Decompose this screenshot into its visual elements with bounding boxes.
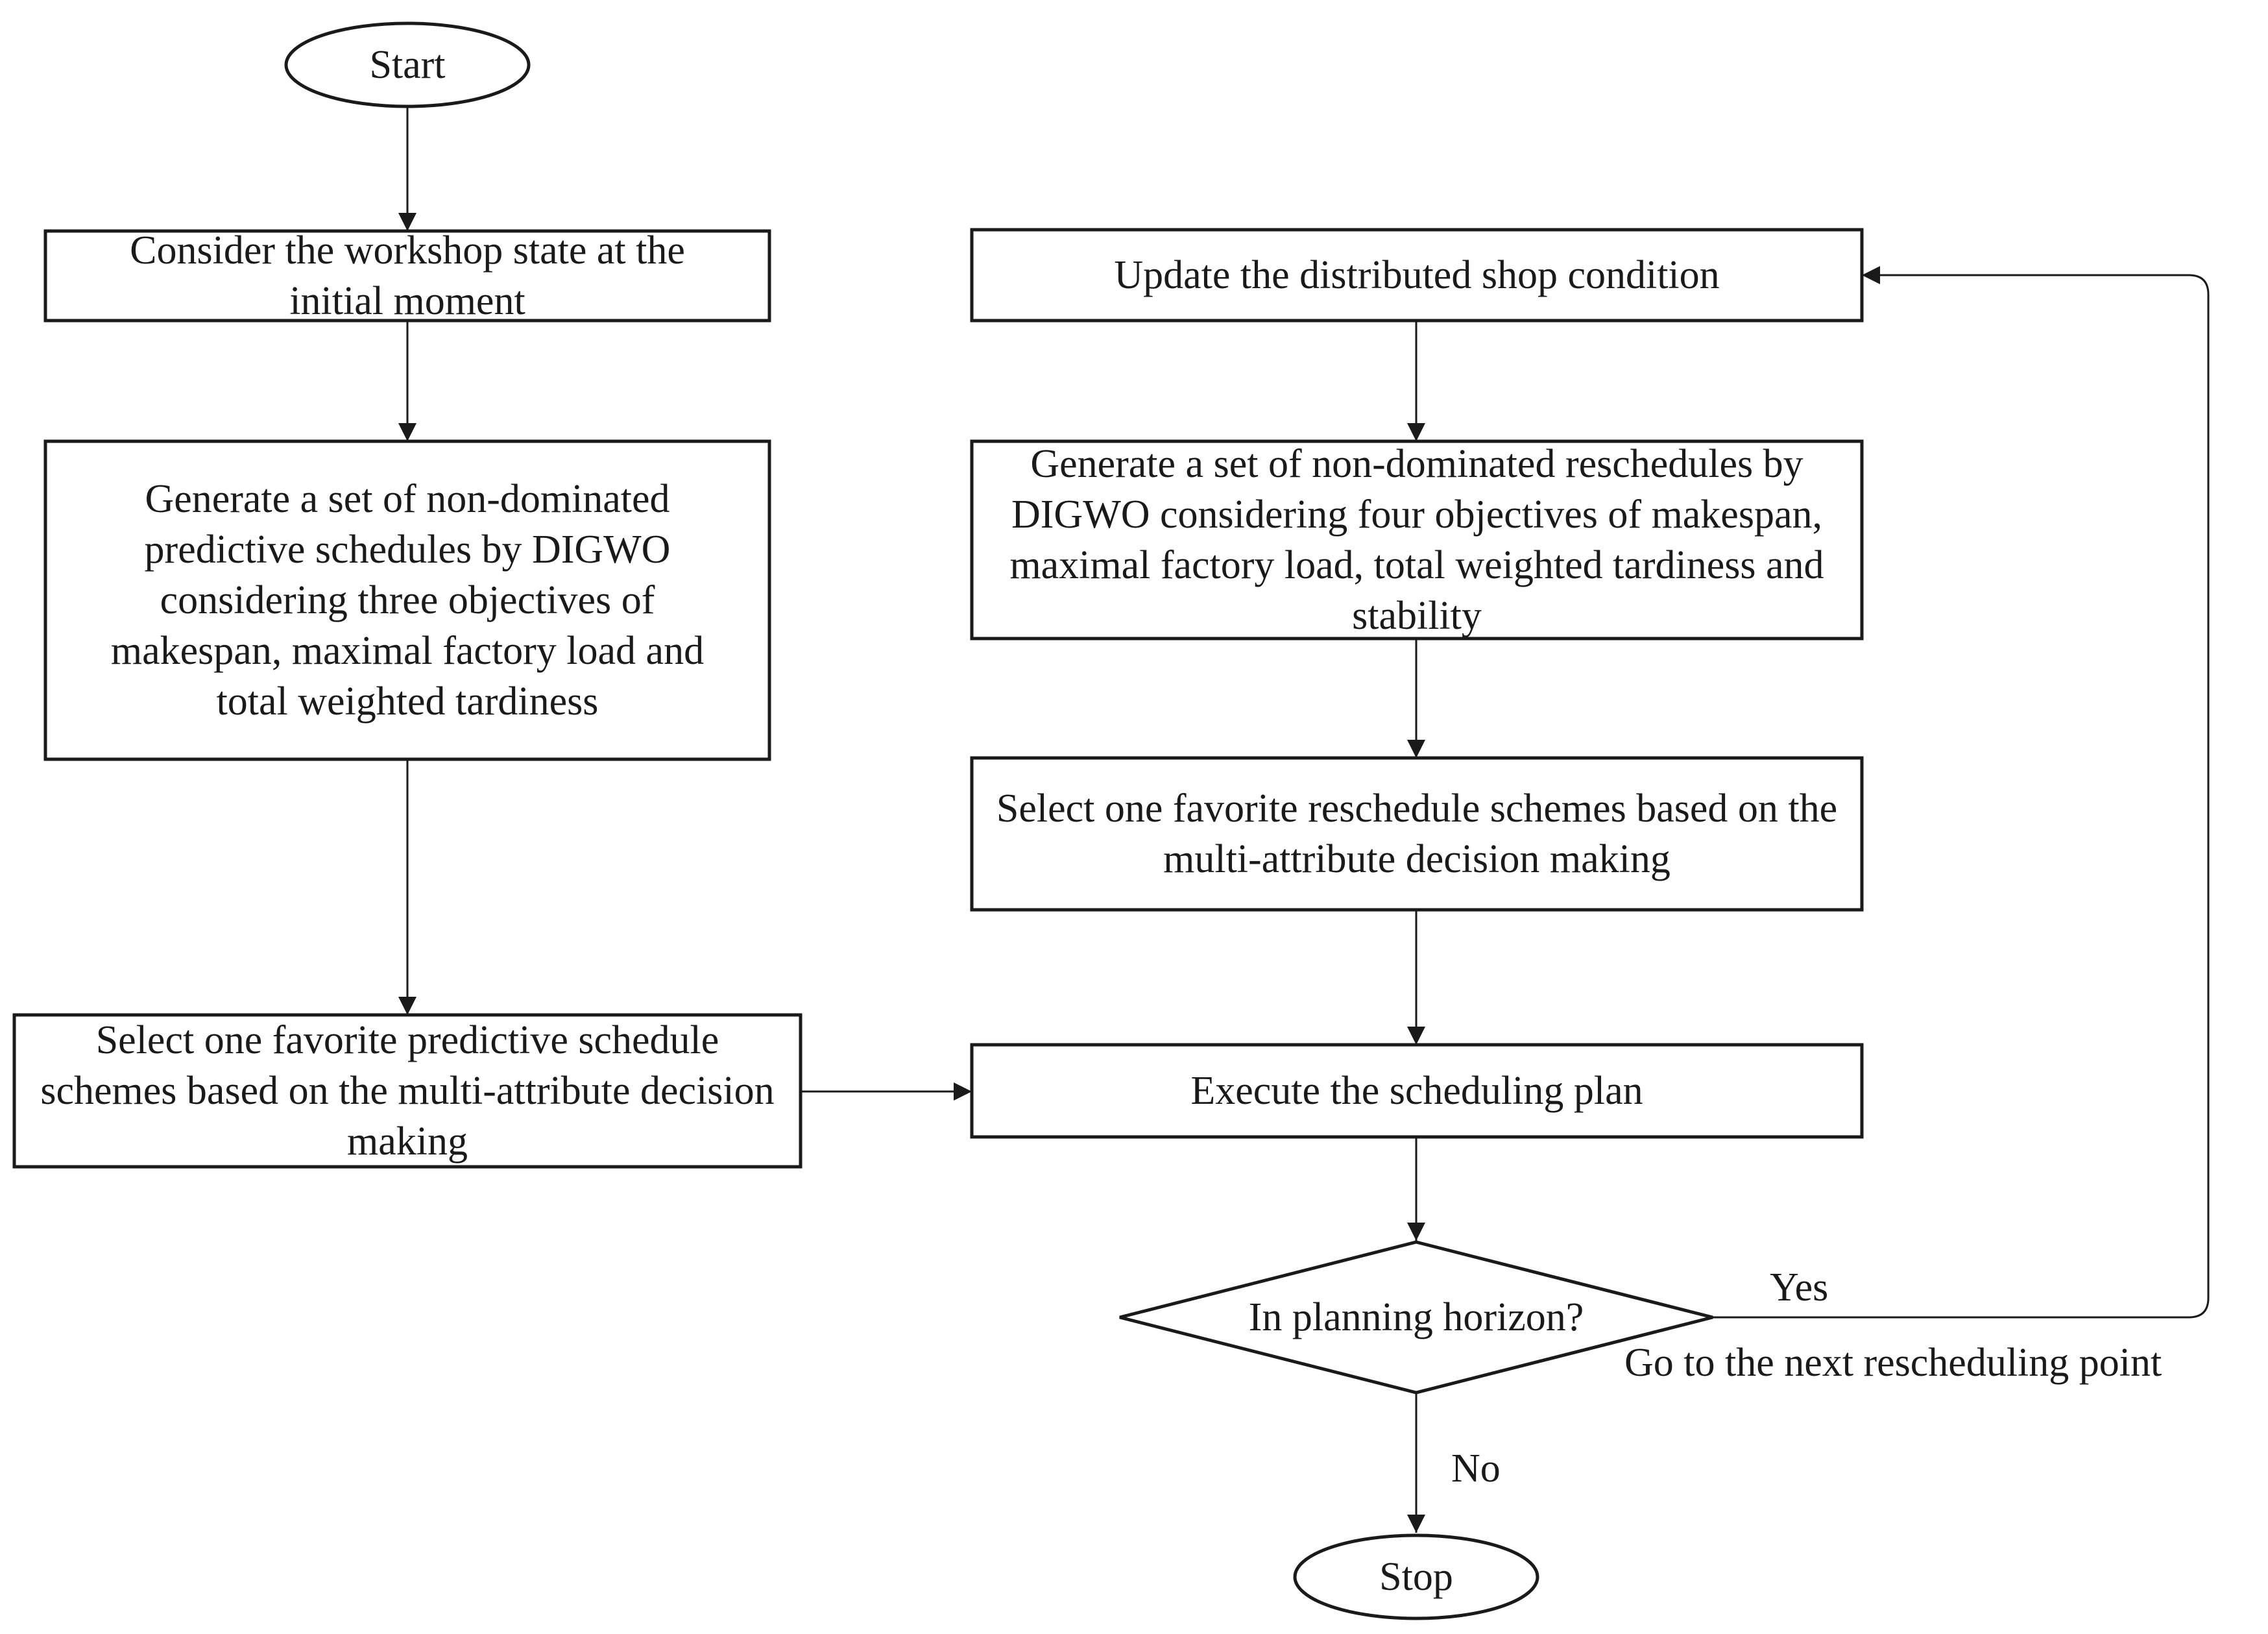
generate-reschedules-box [970, 439, 1864, 640]
start-terminal-shape [284, 21, 531, 108]
planning-horizon-decision-shape [1119, 1240, 1713, 1395]
yes-edge-label: Yes [1770, 1265, 1829, 1310]
update-condition-box [970, 228, 1864, 323]
planning-horizon-label: In planning horizon? [1248, 1295, 1584, 1339]
generate-predictive-label: Generate a set of non-dominated predicti… [110, 477, 705, 724]
select-reschedule-label: Select one favorite reschedule schemes b… [996, 787, 1838, 881]
select-predictive-box [12, 1013, 802, 1169]
generate-predictive-box [43, 439, 771, 761]
update-condition-label: Update the distributed shop condition [1114, 253, 1720, 297]
execute-plan-box [970, 1043, 1864, 1139]
select-predictive-label: Select one favorite predictive schedule … [40, 1018, 775, 1164]
generate-reschedules-label: Generate a set of non-dominated reschedu… [1009, 442, 1824, 638]
no-edge-label: No [1451, 1446, 1501, 1491]
arrow-yes-loop-to-update [1713, 266, 2210, 1319]
start-label: Start [369, 43, 446, 87]
stop-terminal-shape [1293, 1533, 1539, 1620]
next-rescheduling-note: Go to the next rescheduling point [1624, 1341, 2162, 1385]
execute-plan-label: Execute the scheduling plan [1190, 1069, 1643, 1113]
stop-label: Stop [1379, 1555, 1453, 1599]
consider-state-box [43, 229, 771, 323]
consider-state-label: Consider the workshop state at the initi… [130, 228, 685, 323]
select-reschedule-box [970, 756, 1864, 912]
